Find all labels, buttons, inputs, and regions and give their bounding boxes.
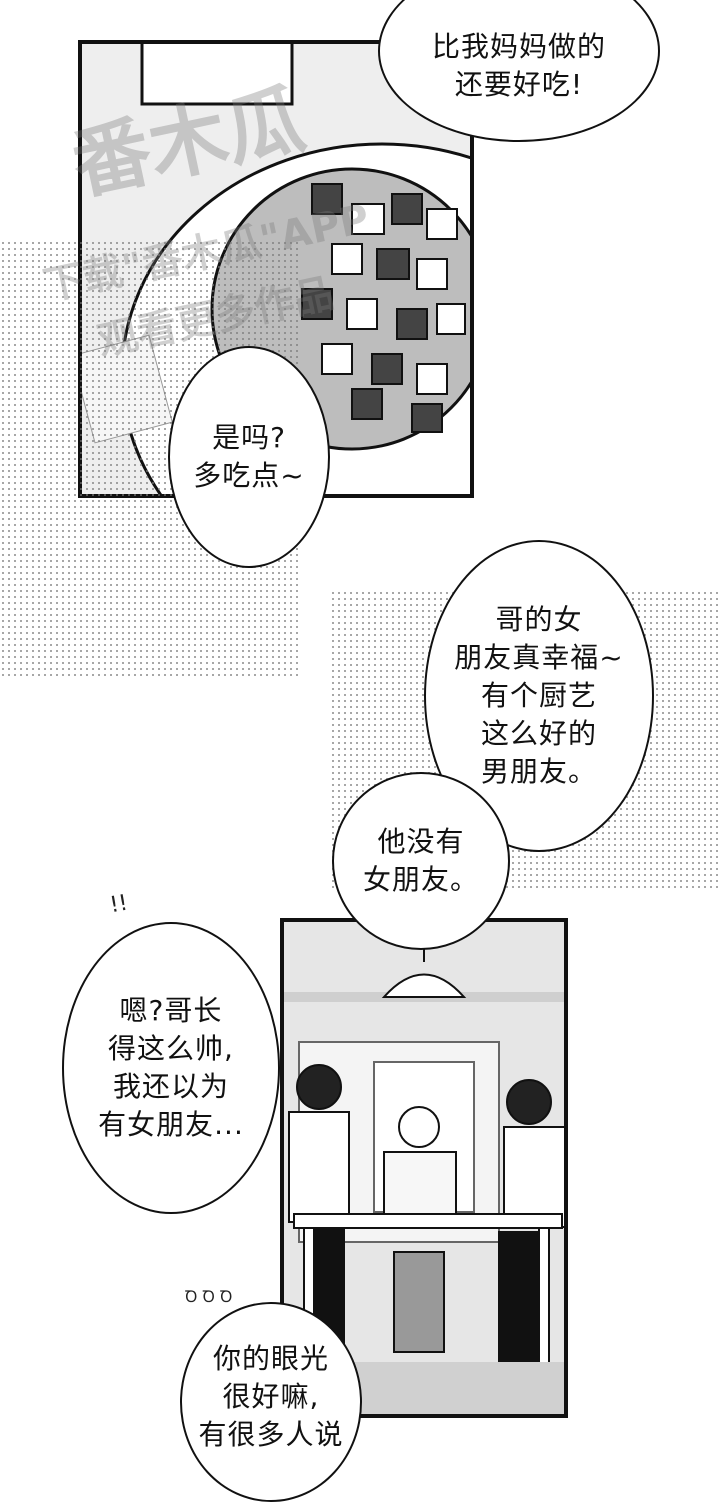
bubble-6-line-2: 很好嘛,	[222, 1380, 320, 1413]
bubble-1-line-2: 还要好吃!	[454, 68, 584, 101]
speech-bubble-3: 哥的女 朋友真幸福~ 有个厨艺 这么好的 男朋友。	[424, 540, 654, 852]
bubble-6-line-1: 你的眼光	[212, 1342, 329, 1375]
bubble-5-line-2: 得这么帅,	[108, 1032, 234, 1065]
dinner-scene-illustration	[284, 922, 564, 1414]
speech-bubble-4: 他没有 女朋友。	[332, 772, 510, 950]
bubble-5-line-1: 嗯?哥长	[119, 994, 223, 1027]
bubble-3-line-4: 这么好的	[480, 717, 597, 750]
bubble-6-line-3: 有很多人说	[198, 1418, 344, 1451]
bubble-4-line-2: 女朋友。	[362, 863, 479, 896]
bubble-2-line-1: 是吗?	[212, 421, 286, 454]
bubble-5-line-3: 我还以为	[112, 1070, 229, 1103]
speech-bubble-2: 是吗? 多吃点~	[168, 346, 330, 568]
food-cubes	[301, 183, 466, 433]
bubble-3-line-5: 男朋友。	[480, 755, 597, 788]
bubble-3-line-1: 哥的女	[495, 603, 583, 636]
bubble-4-line-1: 他没有	[377, 825, 465, 858]
bubble-1-line-1: 比我妈妈做的	[431, 30, 606, 63]
bubble-3-line-3: 有个厨艺	[480, 679, 597, 712]
exclaim-sfx: !!	[107, 890, 130, 919]
sweat-sfx: Ꝺ Ꝺ Ꝺ	[185, 1287, 233, 1306]
speech-bubble-1: 比我妈妈做的 还要好吃!	[378, 0, 660, 142]
bubble-3-line-2: 朋友真幸福~	[454, 641, 624, 674]
bubble-2-line-2: 多吃点~	[193, 459, 305, 492]
speech-bubble-6: 你的眼光 很好嘛, 有很多人说	[180, 1302, 362, 1502]
speech-bubble-5: 嗯?哥长 得这么帅, 我还以为 有女朋友...	[62, 922, 280, 1214]
bubble-5-line-4: 有女朋友...	[98, 1108, 244, 1141]
person-middle	[383, 1106, 457, 1353]
